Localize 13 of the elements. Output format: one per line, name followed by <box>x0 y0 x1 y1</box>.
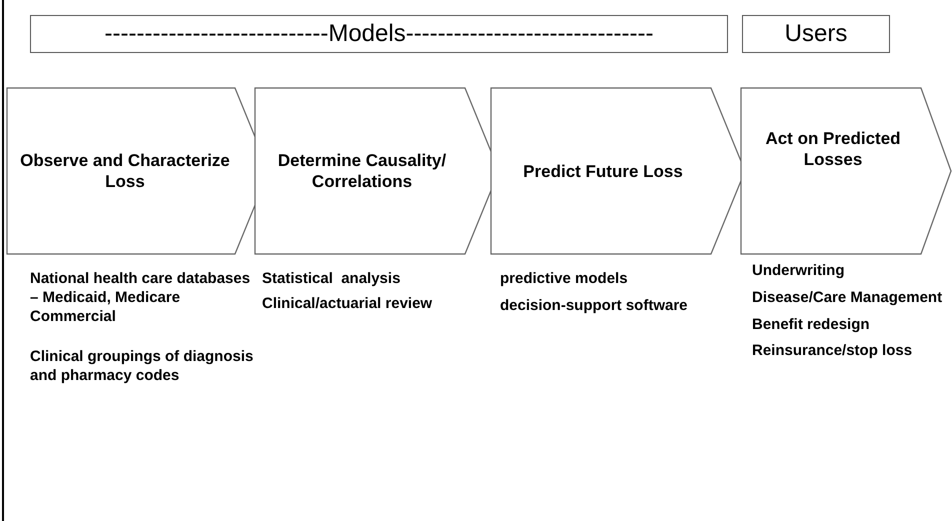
description-text: National health care databases – Medicaid, Medicare Commercial <box>30 270 252 326</box>
description-text: Statistical analysis <box>262 270 402 289</box>
description-text: Reinsurance/stop loss <box>752 342 914 361</box>
description-text: Clinical groupings of diagnosis and pharmacy codes <box>30 348 254 386</box>
header-box: Users <box>742 15 890 53</box>
description-text: Disease/Care Management <box>752 288 944 308</box>
header-box: ----------------------------Models------------------------------- <box>30 15 728 53</box>
description-text: Clinical/actuarial review <box>262 294 434 314</box>
description-text: decision-support software <box>500 296 689 316</box>
description-text: predictive models <box>500 270 629 289</box>
step-title: Act on Predicted Losses <box>764 128 902 170</box>
description-text: Benefit redesign <box>752 316 871 334</box>
description-text: Underwriting <box>752 262 846 281</box>
